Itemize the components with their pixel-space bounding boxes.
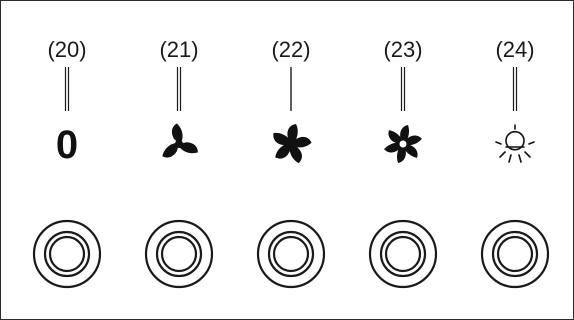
light-button[interactable] xyxy=(479,218,551,290)
leader-line-double xyxy=(400,67,406,111)
leader-line-double xyxy=(64,67,70,111)
control-fan-speed-1: (21) xyxy=(123,1,235,319)
control-fan-speed-2: (22) xyxy=(235,1,347,319)
fan-speed-1-button[interactable] xyxy=(143,218,215,290)
fan-speed-1-icon xyxy=(162,123,198,158)
callout-label-22: (22) xyxy=(271,37,311,62)
leader-line-double xyxy=(512,67,518,111)
fan-speed-3-button[interactable] xyxy=(367,218,439,290)
fan-speed-2-icon xyxy=(273,124,312,164)
control-fan-speed-3: (23) xyxy=(347,1,459,319)
control-off: (20) 0 xyxy=(11,1,123,319)
light-bulb-icon xyxy=(495,124,535,163)
callout-label-23: (23) xyxy=(383,37,423,62)
callout-label-21: (21) xyxy=(159,37,199,62)
callout-label-24: (24) xyxy=(495,37,535,62)
control-light: (24) xyxy=(459,1,571,319)
leader-line-single xyxy=(290,67,292,111)
callout-label-20: (20) xyxy=(47,37,87,62)
fan-speed-3-icon xyxy=(384,125,422,163)
off-button[interactable] xyxy=(31,218,103,290)
off-zero-symbol: 0 xyxy=(55,123,79,167)
fan-speed-2-button[interactable] xyxy=(255,218,327,290)
leader-line-double xyxy=(176,67,182,111)
